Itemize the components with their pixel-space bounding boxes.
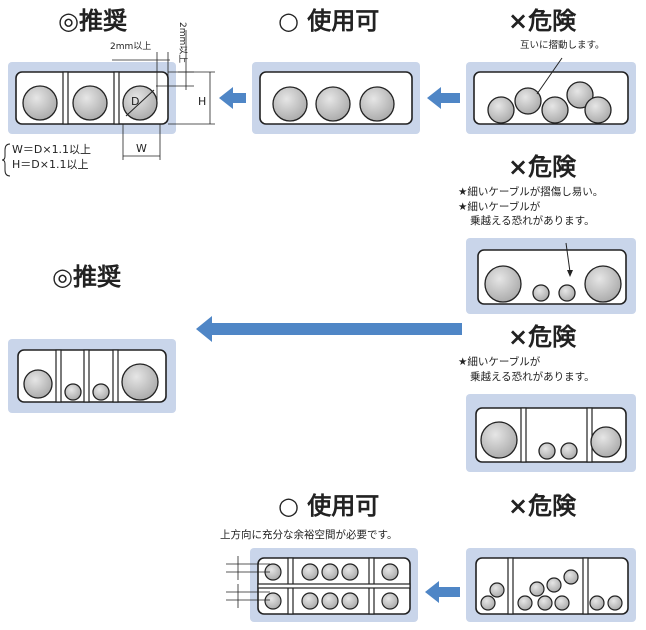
cable: [529, 581, 545, 597]
note-upward-space: 上方向に充分な余裕空間が必要です。: [220, 529, 398, 541]
cable: [584, 96, 612, 124]
arrow-left: [427, 87, 460, 109]
cable: [607, 595, 623, 611]
cable: [264, 592, 282, 610]
separator: [113, 71, 120, 125]
cable: [560, 442, 578, 460]
cable: [480, 421, 518, 459]
cable: [23, 369, 53, 399]
note-thin-ride-3b: 乗越える恐れがあります。: [470, 371, 595, 383]
shelf: [257, 583, 411, 589]
label-danger-bottom: ×危険: [508, 492, 577, 520]
cable: [554, 595, 570, 611]
cable: [341, 592, 359, 610]
cable: [301, 563, 319, 581]
label-usable-top: ○ 使用可: [278, 7, 380, 35]
label-danger-top: ×危険: [508, 7, 577, 35]
cable: [381, 563, 399, 581]
note-thin-ride-3a: ★細いケーブルが: [458, 356, 541, 368]
label-usable-bottom: ○ 使用可: [278, 492, 380, 520]
cable: [514, 87, 542, 115]
formula-brace: [1, 143, 11, 177]
cable: [487, 96, 515, 124]
dimension-d-line: [125, 89, 155, 117]
label-danger-3: ×危険: [508, 323, 577, 351]
cable: [72, 85, 108, 121]
cable: [381, 592, 399, 610]
arrow-left-long: [196, 316, 462, 342]
separator: [55, 349, 62, 403]
note-thin-ride-1: ★細いケーブルが: [458, 201, 541, 213]
cable: [558, 284, 576, 302]
cable: [22, 85, 58, 121]
label-recommended-2: ◎推奨: [52, 263, 121, 291]
label-danger-2: ×危険: [508, 153, 577, 181]
cable: [489, 582, 505, 598]
label-recommended-top: ◎推奨: [58, 7, 127, 35]
cable: [321, 592, 339, 610]
cable: [315, 86, 351, 122]
cable: [538, 442, 556, 460]
separator: [62, 71, 69, 125]
dim-h: H: [198, 95, 207, 108]
cable: [480, 595, 496, 611]
cable: [537, 595, 553, 611]
arrow-left: [219, 87, 246, 109]
separator: [83, 349, 90, 403]
cable: [64, 383, 82, 401]
note-thin-damage: ★細いケーブルが摺傷し易い。: [458, 186, 604, 198]
note-rub: 互いに摺動します。: [520, 40, 605, 51]
arrow-left: [425, 581, 460, 603]
cable: [301, 592, 319, 610]
cable: [517, 595, 533, 611]
cable: [546, 577, 562, 593]
cable: [321, 563, 339, 581]
cable: [341, 563, 359, 581]
cable: [359, 86, 395, 122]
cable: [272, 86, 308, 122]
cable: [563, 569, 579, 585]
formula-h: H＝D×1.1以上: [12, 158, 89, 171]
separator: [582, 557, 589, 615]
cable: [484, 265, 522, 303]
separator: [507, 557, 514, 615]
separator: [520, 407, 527, 463]
dim-d: D: [131, 95, 140, 108]
dim-gap-vertical: 2mm以上: [177, 22, 187, 64]
dim-gap-horizontal: 2mm以上: [110, 42, 152, 52]
formula-w: W＝D×1.1以上: [12, 143, 92, 156]
note-thin-ride-2: 乗越える恐れがあります。: [470, 215, 595, 227]
pointer-arrowhead: [567, 270, 573, 277]
cable: [121, 363, 159, 401]
cable: [92, 383, 110, 401]
dim-w: W: [136, 142, 147, 155]
pointer-line: [565, 242, 571, 273]
cable: [532, 284, 550, 302]
cable: [584, 265, 622, 303]
separator: [112, 349, 119, 403]
separator: [586, 407, 593, 463]
cable: [541, 96, 569, 124]
cable: [590, 426, 622, 458]
cable: [589, 595, 605, 611]
cable: [566, 81, 594, 109]
pointer-line: [536, 57, 563, 95]
